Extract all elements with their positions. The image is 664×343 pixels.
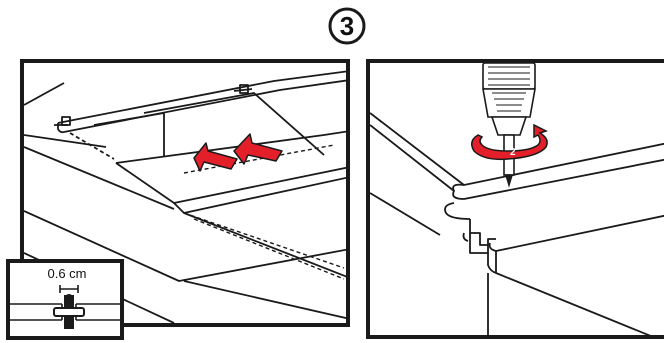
gap-detail-inset: 0.6 cm — [6, 259, 124, 340]
right-panel-screw-fixing: 2 — [366, 59, 664, 339]
arrow-icon-2 — [233, 133, 283, 165]
arrow-icon-1 — [193, 142, 238, 172]
top-deck-board — [57, 70, 346, 124]
drill-fixing-drawing: 2 — [370, 63, 664, 335]
new-deck-board — [115, 130, 346, 164]
deck-boards-drawing — [24, 70, 346, 323]
step-circle-icon — [328, 7, 366, 45]
gap-measurement-label: 0.6 cm — [47, 266, 87, 281]
clip-fastener-icon — [53, 294, 85, 329]
rotation-arrow-icon — [471, 123, 548, 161]
step-number: 3 — [339, 11, 355, 41]
drill-icon — [482, 63, 536, 188]
drill-speed-label: 2 — [510, 147, 516, 158]
step-number-badge: 3 — [327, 6, 367, 46]
gap-clip-drawing — [10, 285, 120, 329]
push-direction-arrows — [193, 133, 283, 172]
